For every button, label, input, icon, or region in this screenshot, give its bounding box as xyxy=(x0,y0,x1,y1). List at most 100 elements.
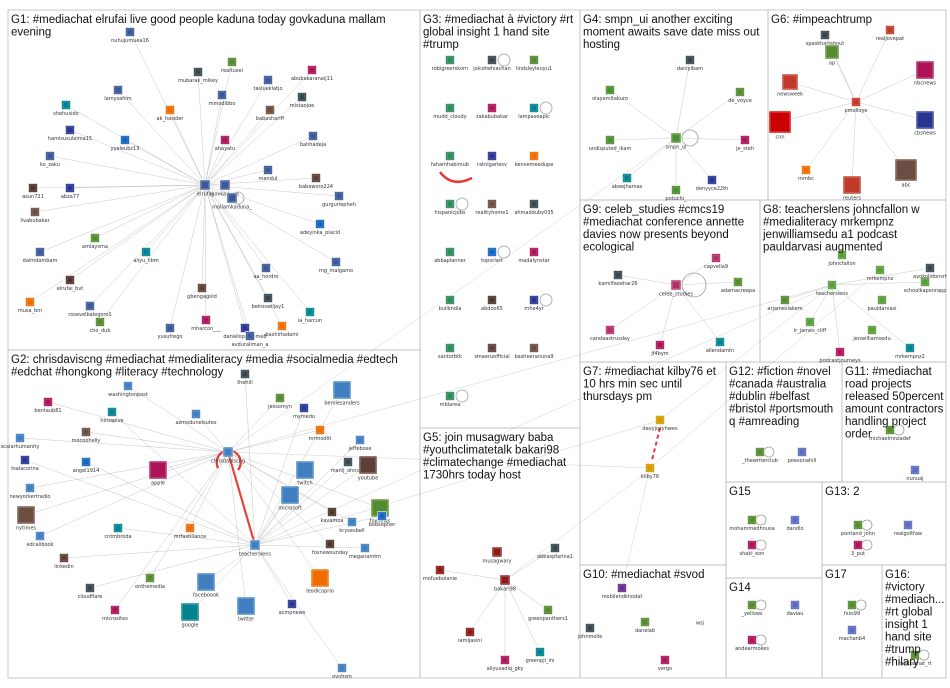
graph-node[interactable]: davyjozyhwes xyxy=(642,415,678,433)
graph-node[interactable]: meganamtm xyxy=(349,543,381,561)
graph-node[interactable]: ko_zaku xyxy=(40,151,60,169)
graph-node[interactable]: mubarak_mikey xyxy=(178,67,218,85)
graph-node[interactable]: realityhome1 xyxy=(475,199,509,217)
graph-node[interactable]: ahmadduby035 xyxy=(514,199,554,217)
graph-node[interactable]: mblarea xyxy=(440,391,461,409)
graph-node[interactable]: hispanicjobs xyxy=(435,199,466,217)
graph-node[interactable]: johncfallon xyxy=(827,250,856,268)
graph-node[interactable]: govkaduna xyxy=(211,179,239,198)
graph-node[interactable]: dalmdambam xyxy=(23,247,58,265)
graph-node[interactable]: abubakaranaij11 xyxy=(291,65,333,83)
graph-node[interactable]: mymedu xyxy=(293,403,315,421)
graph-node[interactable]: realgoltfaw xyxy=(894,520,922,538)
graph-node[interactable]: azmodunelsutes xyxy=(175,409,217,427)
graph-node[interactable]: rosevelbalegoro1 xyxy=(68,301,112,319)
graph-node[interactable]: bakari98 xyxy=(494,574,516,593)
graph-node[interactable]: amlaysma xyxy=(82,233,108,251)
graph-node[interactable]: shaki_eon xyxy=(740,540,765,558)
graph-node[interactable]: musa_bm xyxy=(18,297,42,315)
graph-node[interactable]: machanb4 xyxy=(839,625,865,643)
graph-node[interactable]: kenvemeedupe xyxy=(515,151,554,169)
graph-node[interactable]: madalynstar xyxy=(518,247,551,265)
graph-node[interactable]: onthemedia xyxy=(135,573,165,591)
graph-node[interactable]: daviau xyxy=(787,600,804,618)
graph-node[interactable]: bentaub81 xyxy=(34,397,62,415)
graph-node[interactable]: mrmodlit xyxy=(309,425,332,443)
graph-node[interactable]: jf4bym xyxy=(650,340,669,358)
graph-node[interactable]: greenpji_ini xyxy=(526,647,555,665)
graph-node[interactable]: abbaspfarina1 xyxy=(537,543,573,561)
graph-node[interactable]: candaastrusday xyxy=(590,325,630,343)
graph-node[interactable]: nunuaj xyxy=(906,465,924,483)
graph-node[interactable]: ayokolidonsrt xyxy=(913,263,947,281)
graph-node[interactable]: _thewriterclub xyxy=(741,447,778,465)
graph-node[interactable]: mohammedhnusa xyxy=(729,515,775,533)
graph-node[interactable]: topvrlart xyxy=(481,247,503,265)
graph-node[interactable]: microsoft xyxy=(278,485,302,512)
graph-node[interactable]: celeb_studies xyxy=(659,279,693,298)
graph-node[interactable]: tsalacorina xyxy=(11,455,39,473)
graph-node[interactable]: newsweek xyxy=(777,73,803,98)
graph-node[interactable]: lr_james_cliff xyxy=(794,317,827,335)
graph-node[interactable]: chrisdaviscng xyxy=(211,446,245,465)
graph-node[interactable]: gbengagold xyxy=(187,283,217,301)
graph-node[interactable]: elrufai_bvt xyxy=(57,275,84,293)
graph-node[interactable]: asun721 xyxy=(22,183,44,201)
graph-node[interactable]: bobsopher xyxy=(369,511,396,529)
graph-node[interactable]: musagwary xyxy=(482,546,512,565)
graph-node[interactable]: realjovepat xyxy=(876,25,904,43)
graph-node[interactable]: abza77 xyxy=(61,183,79,201)
graph-node[interactable]: mistaojoe xyxy=(290,92,314,110)
graph-node[interactable]: washingtonpost xyxy=(108,381,148,399)
graph-node[interactable]: bahhadeja xyxy=(300,131,326,149)
graph-node[interactable]: youtube xyxy=(358,455,379,482)
graph-node[interactable]: elrufai xyxy=(197,179,213,198)
graph-node[interactable]: ovnhsm xyxy=(332,663,352,681)
graph-node[interactable]: mocoohelly xyxy=(72,427,101,445)
graph-node[interactable]: yyaleubz13 xyxy=(111,135,140,153)
graph-node[interactable]: kavamoa xyxy=(321,507,344,525)
graph-node[interactable]: cntmbroda xyxy=(104,523,132,541)
graph-node[interactable]: podcastjourneys xyxy=(819,347,861,365)
graph-node[interactable]: krysesbell xyxy=(339,517,365,535)
graph-node[interactable]: newyorkertradio xyxy=(10,483,51,501)
graph-node[interactable]: mallamkaduna_ xyxy=(212,192,252,211)
graph-node[interactable]: adeyinka_piacid xyxy=(300,219,340,237)
graph-node[interactable]: bemiesanders xyxy=(324,380,360,407)
graph-node[interactable]: mg_malgamo xyxy=(319,257,353,275)
graph-node[interactable]: 3_put xyxy=(851,540,865,558)
graph-node[interactable]: mofuebolanie xyxy=(423,565,457,583)
graph-node[interactable]: denyyce22th xyxy=(696,175,729,193)
graph-node[interactable]: foxnewsunday xyxy=(312,539,348,557)
graph-node[interactable]: mudd_cloudy xyxy=(433,103,467,121)
graph-node[interactable]: pmolloye xyxy=(845,97,868,115)
graph-node[interactable]: de_voyce xyxy=(728,87,752,105)
graph-node[interactable]: johnmolle xyxy=(577,623,603,641)
graph-node[interactable]: nuhujumuea16 xyxy=(111,27,149,45)
graph-node[interactable]: mediachat_rt xyxy=(898,650,932,668)
graph-node[interactable]: iamljasini xyxy=(458,627,482,645)
graph-node[interactable]: abeejhamas xyxy=(612,173,643,191)
graph-node[interactable]: teacherslens xyxy=(239,539,271,558)
graph-node[interactable]: realtusel xyxy=(221,57,243,75)
graph-node[interactable]: ap xyxy=(824,44,840,67)
graph-node[interactable]: mrfastillance xyxy=(174,523,207,541)
graph-node[interactable]: fahamhabimub xyxy=(431,151,469,169)
graph-node[interactable]: vergo xyxy=(658,655,672,673)
graph-node[interactable]: spaskharlabout xyxy=(806,30,844,48)
graph-node[interactable]: mandul xyxy=(259,165,278,183)
graph-node[interactable]: ahayatu xyxy=(215,135,235,153)
graph-node[interactable]: babaworo224 xyxy=(299,173,333,191)
graph-node[interactable]: livabubakar xyxy=(20,207,51,225)
graph-node[interactable]: pontand_john xyxy=(841,520,875,538)
graph-node[interactable]: schoolkaponrapp xyxy=(904,277,947,295)
graph-node[interactable]: abdoo65 xyxy=(481,295,503,313)
graph-node[interactable]: pauldarvasi xyxy=(867,295,897,313)
graph-node[interactable]: google xyxy=(180,602,200,629)
graph-node[interactable]: belroswiljay1 xyxy=(252,293,285,311)
graph-node[interactable]: builkndia xyxy=(439,295,462,313)
graph-node[interactable]: babashariff xyxy=(256,105,285,123)
graph-node[interactable]: twitter xyxy=(236,596,256,623)
graph-node[interactable]: rnhe4yr xyxy=(524,295,545,313)
graph-node[interactable]: _yellows xyxy=(740,600,763,618)
